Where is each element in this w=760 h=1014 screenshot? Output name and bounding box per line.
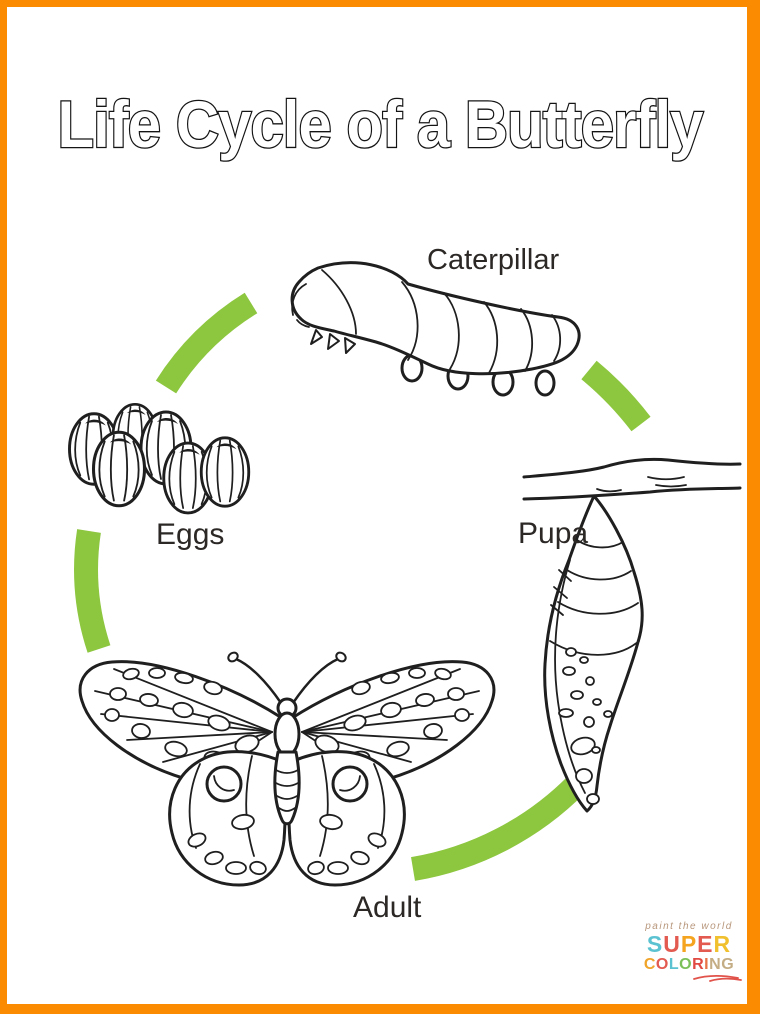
cycle-arrows (74, 292, 651, 881)
logo-underline-squiggle (693, 974, 742, 982)
pupa-drawing (543, 494, 644, 813)
eggs-drawing (68, 403, 251, 515)
label-eggs: Eggs (156, 518, 225, 551)
label-caterpillar: Caterpillar (427, 244, 560, 276)
logo-word-super: SUPER (646, 931, 732, 957)
page-title: Life Cycle of a Butterfly (58, 87, 704, 161)
arrow-eggs-to-caterpillar (155, 292, 258, 394)
arrow-pupa-to-adult (410, 775, 586, 881)
label-pupa: Pupa (518, 517, 589, 550)
caterpillar-drawing (290, 261, 581, 397)
logo-tagline: paint the world (645, 921, 733, 932)
branch-drawing (522, 457, 742, 501)
logo-word-coloring: COLORING (643, 956, 735, 973)
arrow-caterpillar-to-pupa (581, 360, 651, 432)
supercoloring-logo: paint the world SUPER COLORING (628, 921, 750, 982)
label-adult: Adult (353, 891, 422, 924)
butterfly-drawing (78, 649, 496, 887)
arrow-adult-to-eggs (74, 529, 111, 653)
